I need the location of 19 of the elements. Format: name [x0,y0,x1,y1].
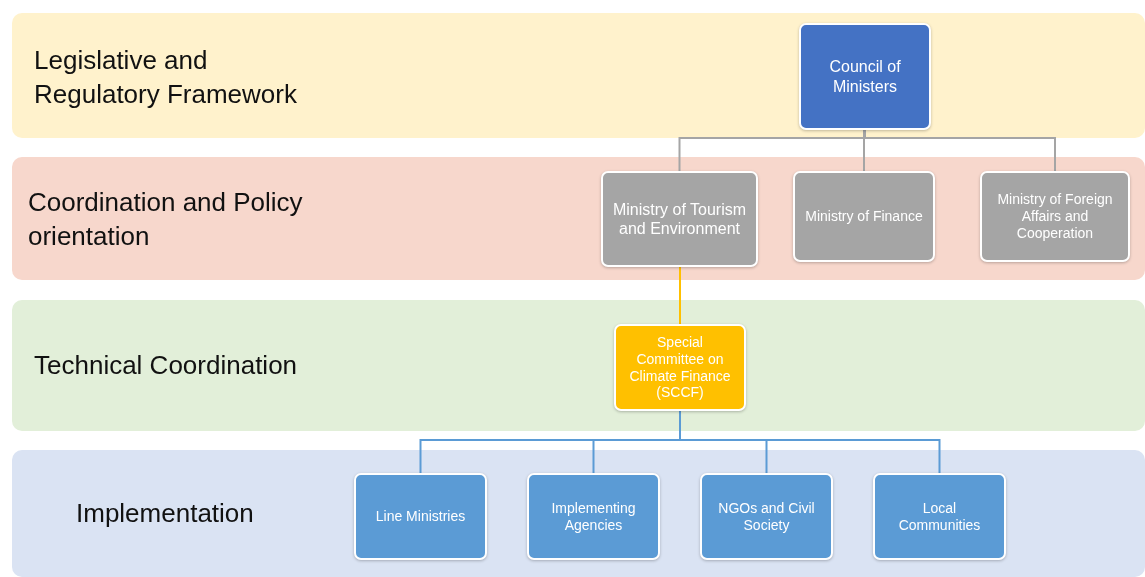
level-heading: Technical Coordination [34,349,299,382]
level-heading: Legislative and Regulatory Framework [34,44,298,111]
org-box: Ministry of Finance [793,171,935,262]
level-heading: Coordination and Policy orientation [28,186,304,253]
org-box: Ministry of Tourism and Environment [601,171,758,267]
level-band [12,157,1145,280]
org-box: Council of Ministers [799,23,931,130]
level-band [12,450,1145,577]
org-box: NGOs and Civil Society [700,473,833,560]
org-box: Line Ministries [354,473,487,560]
level-heading: Implementation [76,497,255,530]
connector-line [679,266,681,325]
org-box: Ministry of Foreign Affairs and Cooperation [980,171,1130,262]
connector-line [863,129,865,172]
level-band [12,13,1145,138]
level-band [12,300,1145,431]
org-box: Special Committee on Climate Finance (SCCF) [614,324,746,411]
org-box: Local Communities [873,473,1006,560]
org-box: Implementing Agencies [527,473,660,560]
